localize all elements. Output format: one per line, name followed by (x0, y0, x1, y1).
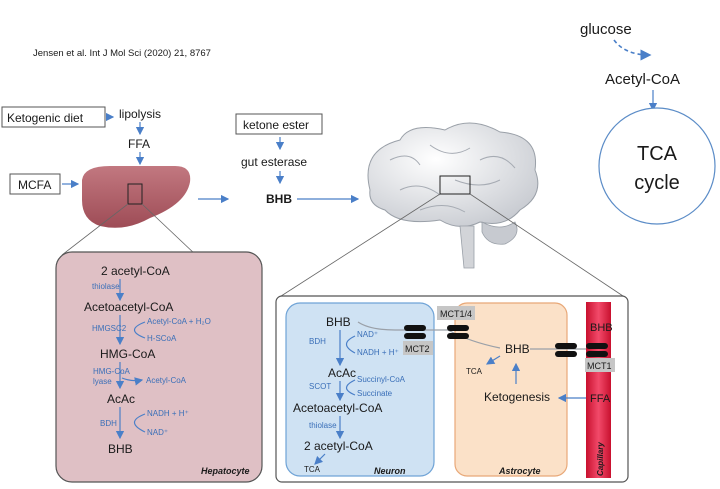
neuron-bdh: BDH (309, 337, 326, 346)
mct14-tag (437, 306, 475, 320)
capillary-bhb: BHB (590, 322, 613, 334)
hep-cofactor-3 (121, 377, 144, 386)
liver-zoom-line-left (61, 203, 129, 256)
glucose-label: glucose (580, 21, 632, 38)
neuron-2-acetyl-coa: 2 acetyl-CoA (304, 439, 373, 453)
ketone-ester-label: ketone ester (243, 118, 309, 132)
neuron-scot: SCOT (309, 382, 331, 391)
neuron-bhb: BHB (326, 315, 351, 329)
neuron-thiolase: thiolase (309, 421, 337, 430)
capillary-label: Capillary (596, 442, 605, 476)
hep-h-scoa: H-SCoA (147, 334, 177, 343)
hep-2-acetyl-coa: 2 acetyl-CoA (101, 264, 170, 278)
astrocyte-label: Astrocyte (498, 466, 541, 476)
glucose-arrow (613, 39, 652, 61)
hep-thiolase: thiolase (92, 282, 120, 291)
mct14-label: MCT1/4 (440, 309, 472, 319)
acetyl-coa-label: Acetyl-CoA (605, 71, 680, 88)
hep-nad: NAD⁺ (147, 428, 168, 437)
hep-cofactor-curve-2 (133, 321, 146, 339)
hep-acetyl-coa-out: Acetyl-CoA (146, 376, 187, 385)
ketogenic-diet-label: Ketogenic diet (7, 111, 84, 125)
hep-hmgsc2: HMGSC2 (92, 324, 127, 333)
hepatocyte-panel (55, 251, 263, 483)
neuron-acac: AcAc (328, 366, 356, 380)
mct1-tag (585, 358, 615, 372)
hep-bdh: BDH (100, 419, 117, 428)
cycle-label: cycle (634, 172, 680, 194)
hep-cofactor-curve-4 (133, 413, 146, 433)
neuron-label: Neuron (374, 466, 406, 476)
mcfa-box (9, 173, 61, 195)
gut-esterase-label: gut esterase (241, 155, 307, 169)
neuron-panel (285, 302, 435, 477)
liver-shape (82, 166, 191, 228)
neuron-succinate: Succinate (357, 389, 393, 398)
tca-label: TCA (637, 143, 678, 165)
hep-acetyl-coa-h2o: Acetyl-CoA + H₂O (147, 317, 211, 326)
mcfa-label: MCFA (18, 178, 51, 192)
hepatocyte-label: Hepatocyte (201, 466, 250, 476)
astrocyte-tca: TCA (466, 367, 483, 376)
neuron-cofactor-curve-2 (345, 379, 356, 396)
neuron-acetoacetyl-coa: Acetoacetyl-CoA (293, 401, 382, 415)
ffa-label: FFA (128, 137, 150, 151)
mct14-transporter (447, 325, 469, 339)
hep-acac: AcAc (107, 392, 135, 406)
neuron-cofactor-curve-1 (345, 335, 356, 354)
mct2-label: MCT2 (405, 344, 430, 354)
neuron-nad: NAD⁺ (357, 330, 378, 339)
hep-hmg-coa-lyase-2: lyase (93, 377, 112, 386)
mct2-tag (403, 341, 433, 355)
lipolysis-label: lipolysis (119, 107, 161, 121)
liver-zoom-box (127, 183, 143, 205)
astro-arrow-tca (485, 355, 501, 365)
astrocyte-bhb: BHB (505, 342, 530, 356)
hep-nadh: NADH + H⁺ (147, 409, 189, 418)
brain-icon (367, 122, 539, 269)
neuron-succinyl-coa: Succinyl-CoA (357, 375, 406, 384)
hep-acetoacetyl-coa: Acetoacetyl-CoA (84, 300, 173, 314)
hep-bhb: BHB (108, 442, 133, 456)
brain-zoom-line-left (277, 193, 441, 299)
tca-cycle-circle (598, 107, 716, 225)
astrocyte-panel (454, 302, 568, 477)
citation-text: Jensen et al. Int J Mol Sci (2020) 21, 8… (33, 48, 211, 59)
mct2-transporter (404, 325, 426, 339)
brain-zoom-line-right (469, 193, 627, 299)
ketone-ester-box (235, 113, 323, 135)
neuron-tca: TCA (304, 465, 321, 474)
mct1-astro-transporter (555, 343, 577, 357)
mct1-cap-transporter (586, 343, 608, 357)
astrocyte-ketogenesis: Ketogenesis (484, 390, 550, 404)
capillary-vessel (586, 302, 611, 478)
liver-zoom-line-right (141, 203, 197, 256)
mct1-label: MCT1 (587, 361, 612, 371)
hep-hmg-coa: HMG-CoA (100, 347, 155, 361)
brain-zoom-box (439, 175, 471, 195)
capillary-ffa: FFA (590, 393, 611, 405)
bhb-blood-label: BHB (266, 192, 292, 206)
hep-hmg-coa-lyase-1: HMG-CoA (93, 367, 131, 376)
neuron-arrow-tca (314, 453, 326, 465)
neuron-nadh: NADH + H⁺ (357, 348, 399, 357)
ketogenic-diet-box (1, 106, 106, 128)
